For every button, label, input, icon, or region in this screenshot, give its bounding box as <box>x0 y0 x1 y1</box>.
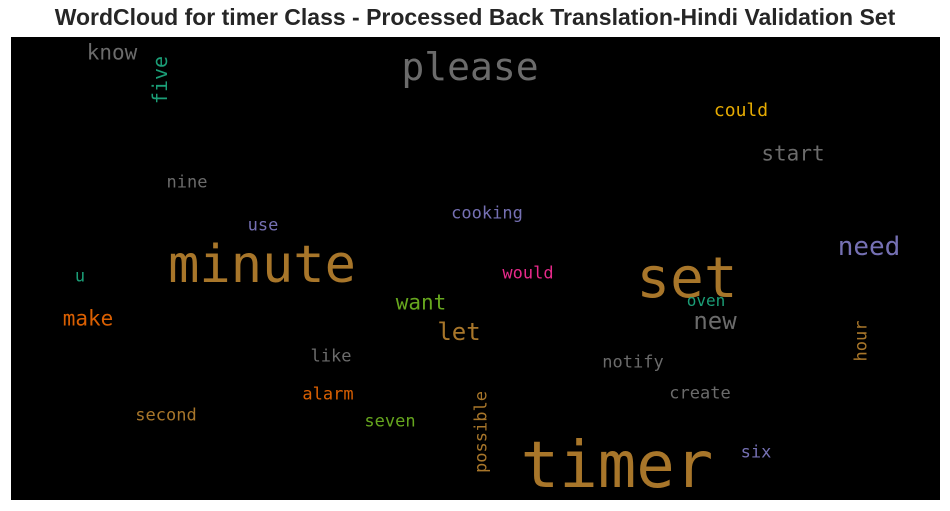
word-cooking: cooking <box>451 203 523 224</box>
word-six: six <box>740 442 772 463</box>
word-could: could <box>713 100 769 121</box>
word-use: use <box>247 215 279 236</box>
word-need: need <box>837 232 901 262</box>
word-possible: possible <box>471 391 492 473</box>
chart-title: WordCloud for timer Class - Processed Ba… <box>54 4 896 30</box>
word-minute: minute <box>168 235 356 295</box>
word-like: like <box>310 346 352 367</box>
word-notify: notify <box>602 352 664 373</box>
word-seven: seven <box>364 411 416 432</box>
word-start: start <box>761 141 825 166</box>
word-please: please <box>401 45 539 89</box>
word-second: second <box>135 405 197 426</box>
word-create: create <box>669 383 731 404</box>
word-alarm: alarm <box>302 384 354 405</box>
word-hour: hour <box>851 320 872 362</box>
word-new: new <box>693 307 737 335</box>
word-want: want <box>395 290 447 315</box>
word-oven: oven <box>686 291 726 310</box>
wordcloud-canvas: timer minute set please need new let want make kn… <box>11 37 940 500</box>
word-set: set <box>636 246 738 311</box>
word-timer: timer <box>520 429 714 500</box>
word-would: would <box>502 263 554 284</box>
word-five: five <box>148 55 172 105</box>
word-make: make <box>62 306 114 331</box>
word-let: let <box>437 318 481 346</box>
word-know: know <box>86 40 138 65</box>
word-u: u <box>74 266 86 287</box>
word-nine: nine <box>166 172 208 193</box>
